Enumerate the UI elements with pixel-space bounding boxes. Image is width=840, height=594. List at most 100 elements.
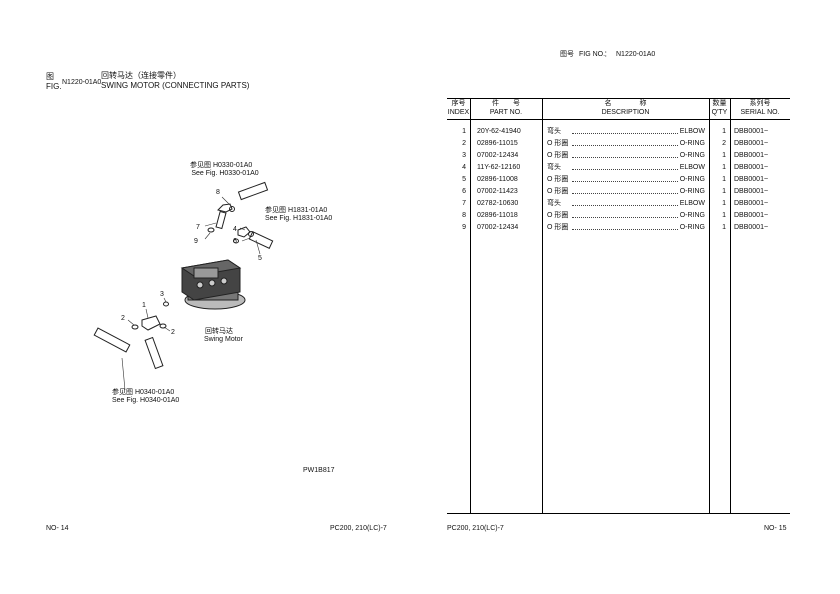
callout-number: 6 [233,238,237,245]
cell-index: 6 [462,188,466,195]
cell-serial: DBB0001~ [734,188,769,195]
dot-leader [572,169,678,170]
cell-part-no: 07002-11423 [477,188,518,195]
ref-top-en: See Fig. H0330-01A0 [191,170,259,177]
fig-label-en: FIG. [46,82,62,91]
column-divider [730,98,731,513]
cell-serial: DBB0001~ [734,128,769,135]
ref-right-cn: 参见图 H1831-01A0 [265,207,328,214]
cell-serial: DBB0001~ [734,140,769,147]
cell-part-no: 11Y-62-12160 [477,164,521,171]
dot-leader [572,145,678,146]
motor-label-cn: 回转马达 [205,328,233,335]
dot-leader [572,157,678,158]
cell-part-no: 07002-12434 [477,152,519,159]
cell-desc-en: O-RING [679,152,705,159]
cell-serial: DBB0001~ [734,152,769,159]
fig-no-label: FIG NO. [579,51,606,58]
header-desc-cn: 名 称 [604,100,647,107]
cell-desc-en: O-RING [679,176,705,183]
dot-leader [572,193,678,194]
cell-index: 3 [462,152,466,159]
cell-desc-cn: 弯头 [547,164,561,171]
header-desc-en: DESCRIPTION [601,109,650,116]
cell-qty: 1 [722,188,726,195]
cell-index: 4 [462,164,466,171]
cell-qty: 1 [722,212,726,219]
cell-desc-cn: O 形圈 [547,152,569,159]
drawing-code: PW1B817 [303,467,335,474]
column-divider [470,98,471,513]
header-part-en: PART NO. [489,109,523,116]
header-qty-cn: 数量 [712,100,727,107]
ref-right-en: See Fig. H1831-01A0 [265,215,333,222]
dot-leader [572,205,678,206]
cell-qty: 2 [722,140,726,147]
cell-desc-cn: 弯头 [547,200,561,207]
bottom-tube-assembly [93,301,169,370]
dot-leader [572,181,678,182]
cell-part-no: 02896-11015 [477,140,518,147]
cell-desc-cn: O 形圈 [547,212,569,219]
header-qty-en: Q'TY [711,109,728,116]
figure-title-en: SWING MOTOR (CONNECTING PARTS) [101,81,250,90]
ref-bottom-en: See Fig. H0340-01A0 [112,397,180,404]
cell-qty: 1 [722,200,726,207]
cell-part-no: 02896-11008 [477,176,518,183]
top-tube-assembly [207,181,269,233]
cell-part-no: 20Y-62-41940 [477,128,521,135]
cell-desc-en: ELBOW [679,200,705,207]
callout-number: 2 [121,315,125,322]
callout-number: 4 [233,226,237,233]
cell-index: 7 [462,200,466,207]
cell-qty: 1 [722,176,726,183]
cell-desc-en: O-RING [679,224,705,231]
cell-desc-en: O-RING [679,188,705,195]
fig-no-value: N1220-01A0 [616,51,656,58]
header-part-cn: 件 号 [492,100,520,107]
header-serial-en: SERIAL NO. [740,109,780,116]
cell-desc-cn: O 形圈 [547,176,569,183]
cell-part-no: 02782-10630 [477,200,519,207]
ref-top-cn: 参见图 H0330-01A0 [190,162,253,169]
cell-desc-en: ELBOW [679,128,705,135]
cell-serial: DBB0001~ [734,224,769,231]
column-divider [709,98,710,513]
cell-qty: 1 [722,152,726,159]
cell-desc-en: O-RING [679,140,705,147]
table-bottom-rule [447,513,790,514]
cell-desc-cn: O 形圈 [547,224,569,231]
callout-number: 1 [142,302,146,309]
callout-number: 7 [196,224,200,231]
callout-number: 2 [171,329,175,336]
dot-leader [572,217,678,218]
fig-no-cn: 图号 [560,51,574,58]
fig-no-separator: ： [604,51,611,58]
right-model: PC200, 210(LC)-7 [447,525,504,532]
left-model: PC200, 210(LC)-7 [330,525,387,532]
motor-label-en: Swing Motor [204,336,243,343]
right-page-number: NO- 15 [764,525,787,532]
table-header-rule [447,119,790,120]
cell-index: 8 [462,212,466,219]
callout-number: 3 [160,291,164,298]
motor-body [180,259,246,310]
left-page-number: NO- 14 [46,525,69,532]
header-index-en: INDEX [447,109,470,116]
callout-number: 9 [194,238,198,245]
cell-serial: DBB0001~ [734,200,769,207]
figure-title-cn: 回转马达（连接零件） [101,71,181,80]
callout-number: 5 [258,255,262,262]
cell-part-no: 07002-12434 [477,224,519,231]
cell-qty: 1 [722,128,726,135]
leader-lines [121,196,261,391]
swing-motor-illustration: 8 7 9 4 6 5 3 1 2 2 [93,181,274,391]
cell-serial: DBB0001~ [734,212,769,219]
ref-bottom-cn: 参见图 H0340-01A0 [112,389,175,396]
cell-serial: DBB0001~ [734,176,769,183]
fig-number: N1220-01A0 [62,79,102,86]
cell-desc-cn: 弯头 [547,128,561,135]
cell-qty: 1 [722,164,726,171]
fig-label-cn: 图 [46,72,54,81]
cell-desc-en: ELBOW [679,164,705,171]
